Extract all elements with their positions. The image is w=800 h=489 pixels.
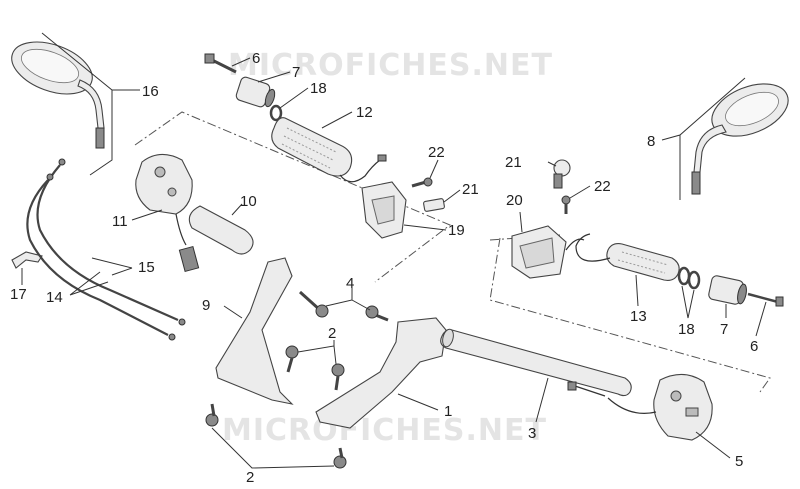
leader-7-top (257, 71, 291, 83)
watermark-top: MICROFICHES.NET (228, 48, 553, 83)
right-mirror-part (691, 83, 789, 195)
leader-22-left (429, 159, 439, 179)
clamp-bolts-part (298, 290, 389, 322)
callout-6-right: 6 (750, 338, 758, 355)
leader-9 (223, 305, 243, 319)
screw-left-part (411, 177, 433, 188)
leader-2-bottom (211, 427, 335, 469)
leader-12 (321, 111, 353, 129)
leader-22-right (569, 185, 591, 199)
cable-clip-part (11, 251, 43, 269)
leader-6-top (231, 57, 251, 67)
leader-15 (91, 257, 133, 276)
leader-2-middle (297, 340, 337, 365)
callout-22-left: 22 (428, 144, 445, 161)
leader-10 (231, 203, 243, 216)
callout-14: 14 (46, 289, 63, 306)
leader-6-right (755, 301, 767, 337)
leader-1 (397, 393, 439, 411)
left-switch-part (135, 153, 200, 273)
callout-4: 4 (346, 275, 354, 292)
adjuster-left-part (423, 198, 445, 212)
callout-7-top: 7 (292, 64, 300, 81)
group-outline-right (489, 237, 771, 393)
callout-6-top: 6 (252, 50, 260, 67)
callout-16: 16 (142, 83, 159, 100)
leader-19 (403, 224, 447, 231)
callout-13: 13 (630, 308, 647, 325)
callout-5: 5 (735, 453, 743, 470)
leader-18-top (279, 87, 309, 109)
leader-21-right (547, 161, 557, 167)
callout-20: 20 (506, 192, 523, 209)
leader-4 (325, 288, 371, 311)
callout-9: 9 (202, 297, 210, 314)
leader-13 (635, 274, 639, 307)
callout-17: 17 (10, 286, 27, 303)
screw-right-part (561, 195, 571, 214)
adjuster-right-part (553, 159, 571, 189)
callout-15: 15 (138, 259, 155, 276)
bar-end-weight-left-part (235, 76, 276, 108)
callout-1: 1 (444, 403, 452, 420)
bar-end-bolt-right-part (747, 292, 784, 307)
callout-3: 3 (528, 425, 536, 442)
callout-10: 10 (240, 193, 257, 210)
callout-18-top: 18 (310, 80, 327, 97)
leader-16 (41, 32, 140, 176)
right-housing-part (511, 225, 585, 279)
left-grip-part (271, 117, 387, 183)
bar-end-bolt-left-part (204, 53, 237, 74)
washer-left-part (269, 104, 283, 122)
leader-20 (519, 211, 523, 233)
callout-2-middle: 2 (328, 325, 336, 342)
throttle-tube-part (188, 205, 254, 255)
callout-8: 8 (647, 133, 655, 150)
watermark-bottom: MICROFICHES.NET (222, 413, 547, 448)
callout-2-bottom: 2 (246, 469, 254, 486)
left-mirror-part (11, 41, 105, 149)
leader-8 (661, 77, 746, 200)
callout-21-right: 21 (505, 154, 522, 171)
bar-end-weight-right-part (708, 275, 747, 305)
throttle-housing-part (361, 181, 407, 239)
callout-12: 12 (356, 104, 373, 121)
handlebar-tube-part (440, 328, 632, 397)
right-switch-part (607, 373, 713, 441)
leader-3 (535, 377, 549, 423)
screws-middle-part (285, 345, 345, 391)
leader-18-right (681, 285, 695, 319)
callout-19: 19 (448, 222, 465, 239)
callout-22-right: 22 (594, 178, 611, 195)
screws-bottom-part (205, 403, 347, 469)
leader-5 (695, 431, 731, 459)
callout-18-right: 18 (678, 321, 695, 338)
leader-14 (69, 271, 109, 296)
callout-11: 11 (112, 213, 128, 230)
leader-11 (131, 209, 163, 221)
right-bracket-part (315, 317, 447, 429)
group-outline-left (134, 111, 451, 283)
washers-right-part (677, 266, 701, 290)
leader-21-left (443, 189, 461, 203)
left-bracket-part (215, 257, 294, 405)
right-grip-part (575, 233, 680, 281)
callout-21-left: 21 (462, 181, 479, 198)
callout-7-right: 7 (720, 321, 728, 338)
